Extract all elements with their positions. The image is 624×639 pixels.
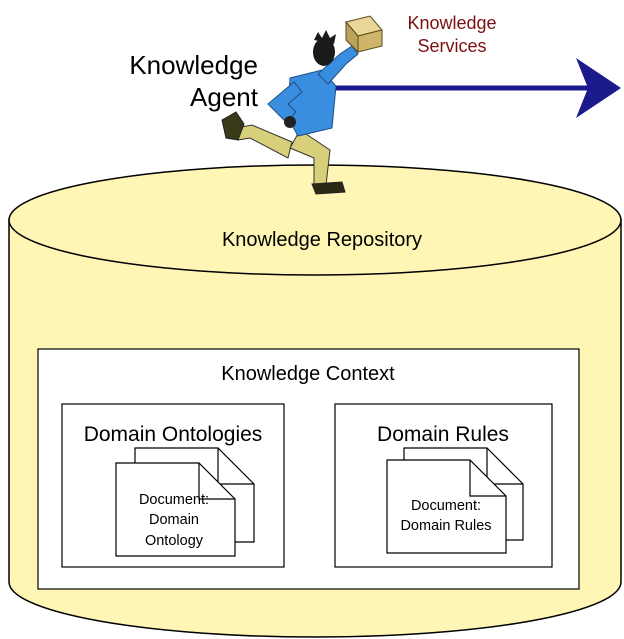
rules-document-front-fold: [469, 460, 506, 497]
rules-doc-line1: Document:: [411, 498, 481, 514]
ontology-document-front: [115, 462, 236, 557]
agent-label-line2: Agent: [190, 82, 259, 112]
agent-back-hand: [284, 116, 296, 128]
package-icon: [345, 15, 383, 54]
running-agent-figure: [221, 15, 383, 195]
rules-document-front: [386, 459, 507, 554]
agent-back-arm: [267, 81, 303, 123]
agent-label-line1: Knowledge: [129, 50, 258, 80]
domain-ontologies-title: Domain Ontologies: [84, 423, 263, 446]
ontology-doc-line2: Domain: [149, 512, 199, 528]
ontology-document-front-fold: [198, 463, 235, 500]
services-arrow-head: [576, 58, 621, 118]
context-label: Knowledge Context: [221, 363, 395, 385]
ontology-doc-line3: Ontology: [145, 533, 204, 549]
agent-hair: [314, 30, 336, 44]
agent-head: [313, 38, 335, 66]
services-label-line2: Services: [417, 36, 486, 56]
domain-rules-title: Domain Rules: [377, 423, 509, 446]
repository-label: Knowledge Repository: [222, 229, 422, 251]
services-label-line1: Knowledge: [407, 13, 496, 33]
ontology-doc-line1: Document:: [139, 492, 209, 508]
agent-back-shoe: [221, 111, 245, 141]
agent-back-leg: [235, 124, 293, 159]
agent-front-shoe: [311, 181, 346, 195]
rules-doc-line2: Domain Rules: [400, 518, 491, 534]
agent-raised-arm: [317, 45, 359, 85]
knowledge-services-arrow: [334, 58, 621, 118]
